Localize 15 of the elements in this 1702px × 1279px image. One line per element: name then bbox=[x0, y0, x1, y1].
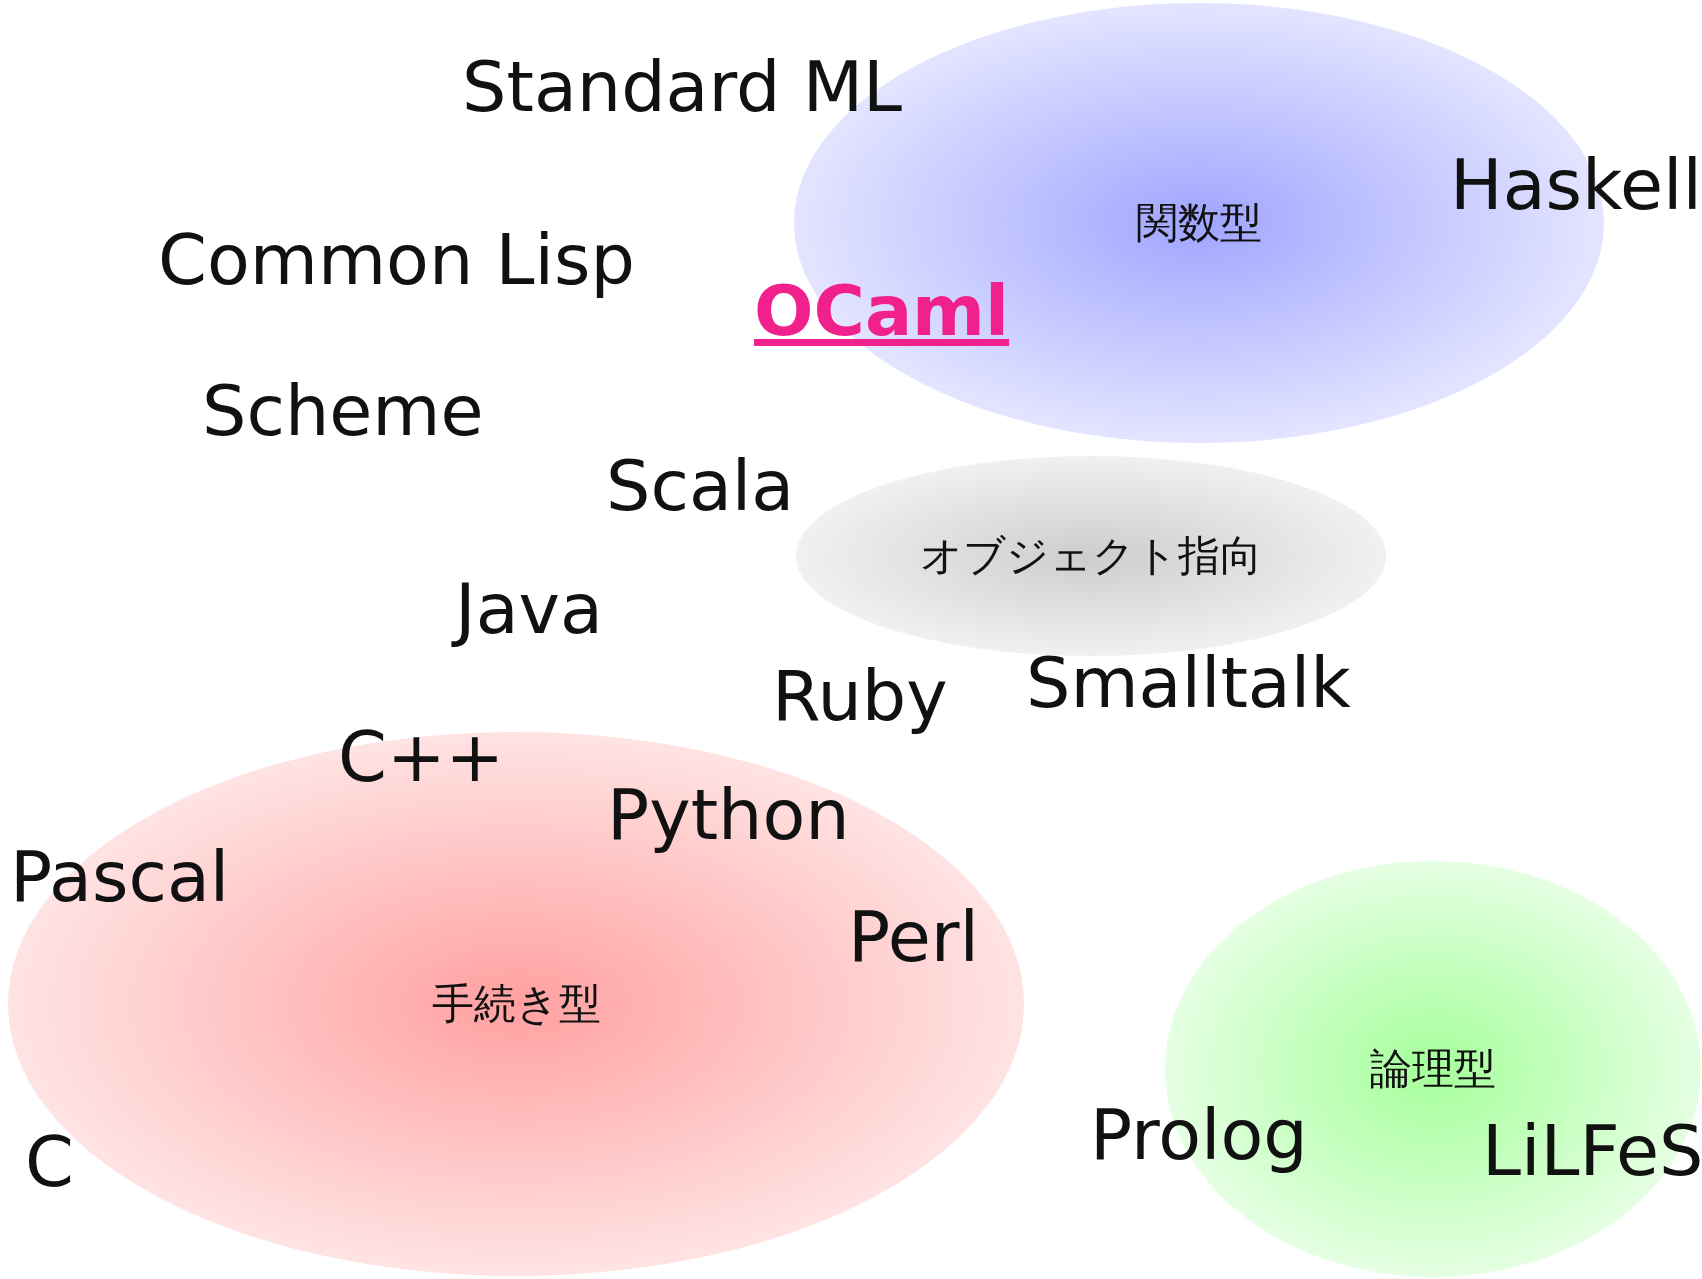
language-label: Scala bbox=[606, 451, 795, 521]
language-label: Smalltalk bbox=[1026, 648, 1351, 718]
language-label: C++ bbox=[338, 722, 505, 792]
language-label: Haskell bbox=[1450, 150, 1702, 220]
category-label: オブジェクト指向 bbox=[920, 530, 1262, 582]
language-label: Pascal bbox=[10, 842, 230, 912]
language-label: LiLFeS bbox=[1482, 1116, 1702, 1186]
language-label: Standard ML bbox=[462, 52, 903, 122]
category-label: 手続き型 bbox=[431, 978, 601, 1030]
language-label: Scheme bbox=[202, 376, 484, 446]
category-label: 関数型 bbox=[1136, 197, 1262, 249]
highlighted-language-label: OCaml bbox=[754, 276, 1010, 346]
category-label: 論理型 bbox=[1370, 1043, 1496, 1095]
language-label: C bbox=[25, 1127, 74, 1197]
language-label: Perl bbox=[848, 902, 979, 972]
